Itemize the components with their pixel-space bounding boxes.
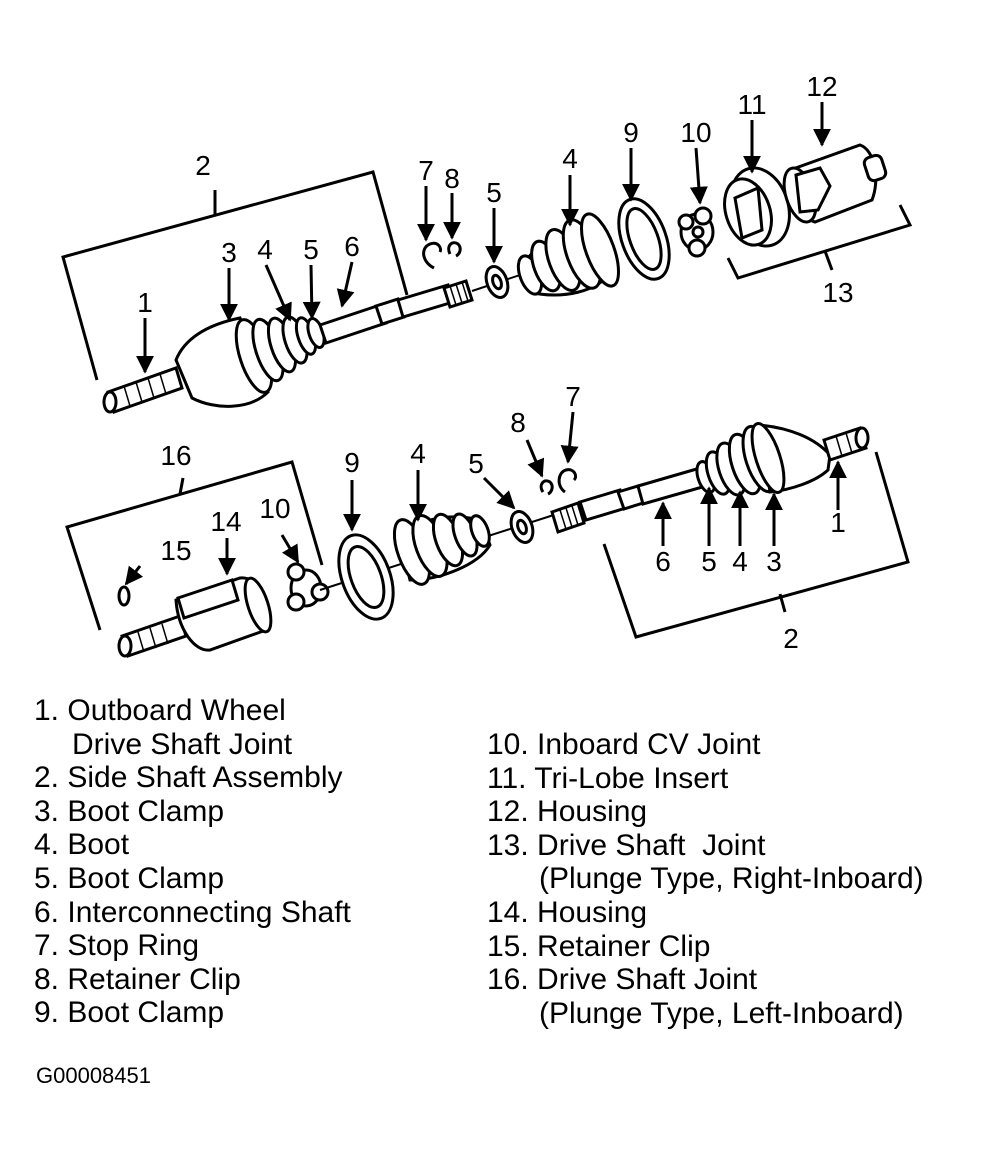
callout-10-bottom: 10 — [259, 493, 290, 524]
housing-12-top — [782, 143, 888, 224]
bracket-inboard-joint-bottom — [65, 460, 324, 631]
callout-10-top: 10 — [680, 117, 711, 148]
legend-item: 4. Boot — [34, 828, 130, 862]
inboard-boot-top — [516, 212, 620, 297]
callout-5b-bottom: 5 — [701, 546, 717, 577]
retainer-clip-bottom — [117, 585, 131, 607]
callout-11-top: 11 — [737, 89, 766, 120]
inboard-cv-joint-bottom — [286, 562, 330, 612]
callouts-bottom: 16 15 14 10 9 4 5 8 7 6 5 4 3 1 2 — [160, 381, 845, 654]
callout-3-bottom: 3 — [766, 546, 782, 577]
callout-5-bottom: 5 — [468, 448, 484, 479]
callout-1-bottom: 1 — [830, 507, 846, 538]
callout-14-bottom: 14 — [210, 506, 241, 537]
legend-item: 16. Drive Shaft Joint — [487, 963, 758, 997]
housing-14-bottom — [174, 576, 273, 652]
legend-item: 11. Tri-Lobe Insert — [487, 761, 729, 795]
legend-item: 10. Inboard CV Joint — [487, 728, 761, 761]
callout-1-top: 1 — [137, 287, 153, 318]
stop-ring-7-bottom — [557, 468, 578, 494]
legend-item: 3. Boot Clamp — [34, 794, 225, 828]
callout-12-top: 12 — [806, 71, 837, 102]
legend-right-column: 10. Inboard CV Joint 11. Tri-Lobe Insert… — [487, 728, 924, 1030]
stop-ring-top — [422, 241, 442, 270]
callout-2-top: 2 — [195, 150, 211, 181]
callout-2-bottom: 2 — [783, 623, 799, 654]
legend-item: 13. Drive Shaft Joint — [487, 828, 766, 862]
legend-item: 7. Stop Ring — [34, 929, 200, 963]
callout-6-bottom: 6 — [655, 546, 671, 577]
callout-7-top: 7 — [418, 155, 434, 186]
shaft-spline-bottom — [550, 501, 586, 534]
legend-item: 2. Side Shaft Assembly — [34, 761, 343, 795]
tri-lobe-insert-top — [723, 166, 791, 248]
exploded-drive-shaft-diagram: 1 2 3 4 5 6 7 8 5 4 9 10 11 12 13 — [61, 71, 913, 658]
bracket-side-shaft-top — [61, 170, 409, 381]
legend-item: 8. Retainer Clip — [34, 962, 241, 996]
legend-item-continuation: Drive Shaft Joint — [72, 727, 293, 761]
callouts-top: 1 2 3 4 5 6 7 8 5 4 9 10 11 12 13 — [137, 71, 853, 318]
callout-15-bottom: 15 — [160, 535, 191, 566]
callout-4b-bottom: 4 — [732, 546, 748, 577]
bottom-shaft-assembly — [65, 422, 910, 658]
callout-7-bottom: 7 — [565, 381, 581, 412]
legend-item-continuation: (Plunge Type, Left-Inboard) — [539, 996, 904, 1030]
legend-item: 6. Interconnecting Shaft — [34, 895, 351, 929]
callout-8-top: 8 — [444, 163, 460, 194]
callout-13-top: 13 — [822, 277, 853, 308]
callout-4-top: 4 — [257, 234, 273, 265]
legend-item: 9. Boot Clamp — [34, 996, 225, 1030]
outboard-spline-top — [106, 366, 184, 414]
callout-8-bottom: 8 — [510, 407, 526, 438]
callout-9-bottom: 9 — [344, 447, 360, 478]
retainer-clip-8-bottom — [539, 479, 554, 496]
legend-item-continuation: (Plunge Type, Right-Inboard) — [539, 862, 924, 896]
callout-4-bottom: 4 — [410, 438, 426, 469]
inboard-cv-joint-top — [677, 206, 715, 258]
legend-item: 15. Retainer Clip — [487, 929, 711, 963]
callout-4b-top: 4 — [562, 143, 578, 174]
legend-left-column: 1. Outboard Wheel Drive Shaft Joint 2. S… — [34, 694, 351, 1030]
top-shaft-assembly — [61, 143, 913, 414]
inboard-boot-bottom — [392, 512, 492, 586]
callout-16-bottom: 16 — [160, 440, 191, 471]
legend-item: 12. Housing — [487, 795, 648, 829]
callout-5b-top: 5 — [486, 177, 502, 208]
callout-3-top: 3 — [221, 237, 237, 268]
callout-6-top: 6 — [344, 231, 360, 262]
bracket-side-shaft-bottom — [602, 451, 910, 639]
legend-item: 5. Boot Clamp — [34, 861, 225, 895]
callout-5-top: 5 — [303, 234, 319, 265]
legend-item: 1. Outboard Wheel — [34, 694, 286, 727]
retainer-clip-top — [447, 241, 462, 258]
figure-code: G00008451 — [36, 1063, 151, 1088]
callout-9-top: 9 — [623, 117, 639, 148]
legend-item: 14. Housing — [487, 895, 648, 929]
